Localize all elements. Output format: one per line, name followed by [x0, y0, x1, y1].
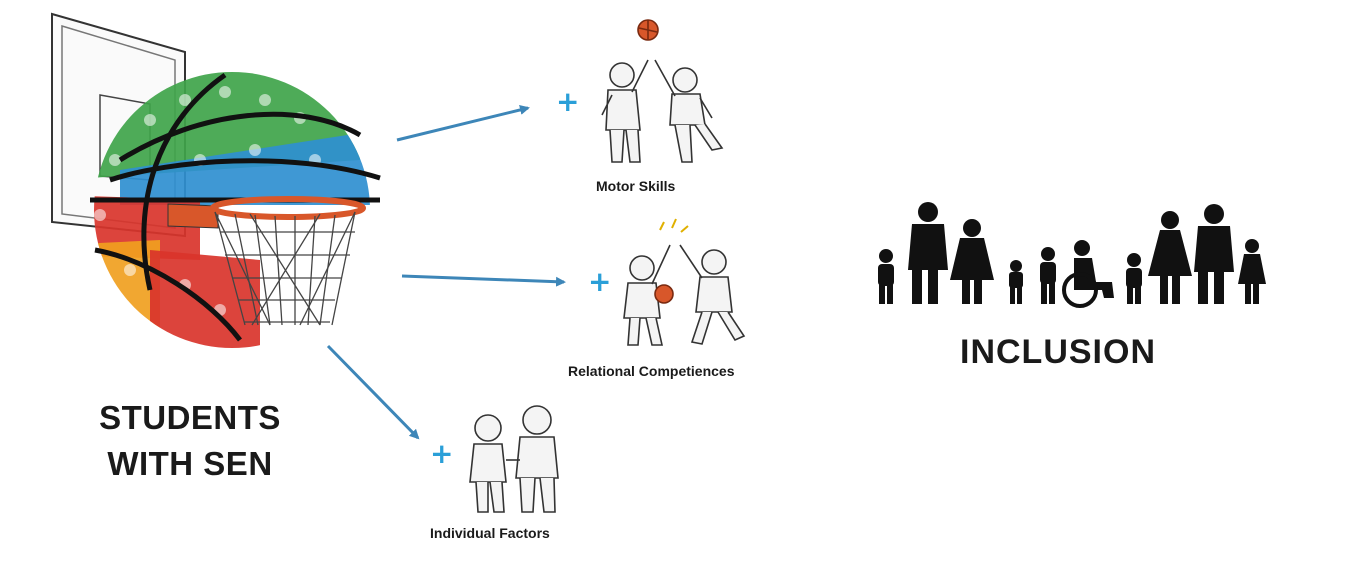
arrow-individual	[326, 344, 420, 440]
title-line-2: WITH SEN	[107, 445, 273, 482]
silhouette-adult	[1194, 204, 1234, 304]
inclusion-silhouettes	[878, 202, 1266, 308]
plus-sign-individual: +	[430, 437, 454, 470]
arrow-relational	[401, 274, 566, 287]
silhouette-child	[878, 249, 894, 304]
individual-factors-label: Individual Factors	[430, 525, 550, 541]
silhouette-adult	[1148, 211, 1192, 304]
plus-sign-relational: +	[588, 265, 612, 298]
inclusion-label: INCLUSION	[960, 333, 1156, 371]
silhouette-child	[1126, 253, 1142, 304]
title-line-1: STUDENTS	[99, 399, 281, 436]
silhouette-child	[1040, 247, 1056, 304]
individual-illustration	[469, 405, 559, 513]
plus-sign-motor: +	[556, 85, 580, 118]
basketball-logo	[51, 12, 381, 348]
silhouette-child	[1238, 239, 1266, 304]
silhouette-adult	[908, 202, 948, 304]
relational-competences-label: Relational Competiences	[568, 363, 735, 379]
silhouette-wheelchair-user	[1062, 240, 1114, 308]
arrows	[326, 105, 566, 440]
motor-skills-label: Motor Skills	[596, 178, 676, 194]
silhouette-child	[1009, 260, 1023, 304]
students-with-sen-title: STUDENTS WITH SEN	[70, 395, 310, 487]
basket-rim	[167, 196, 366, 326]
motor-skills-illustration	[601, 19, 724, 163]
relational-illustration	[623, 218, 746, 346]
silhouette-adult	[950, 219, 994, 304]
arrow-motor-skills	[396, 105, 530, 142]
